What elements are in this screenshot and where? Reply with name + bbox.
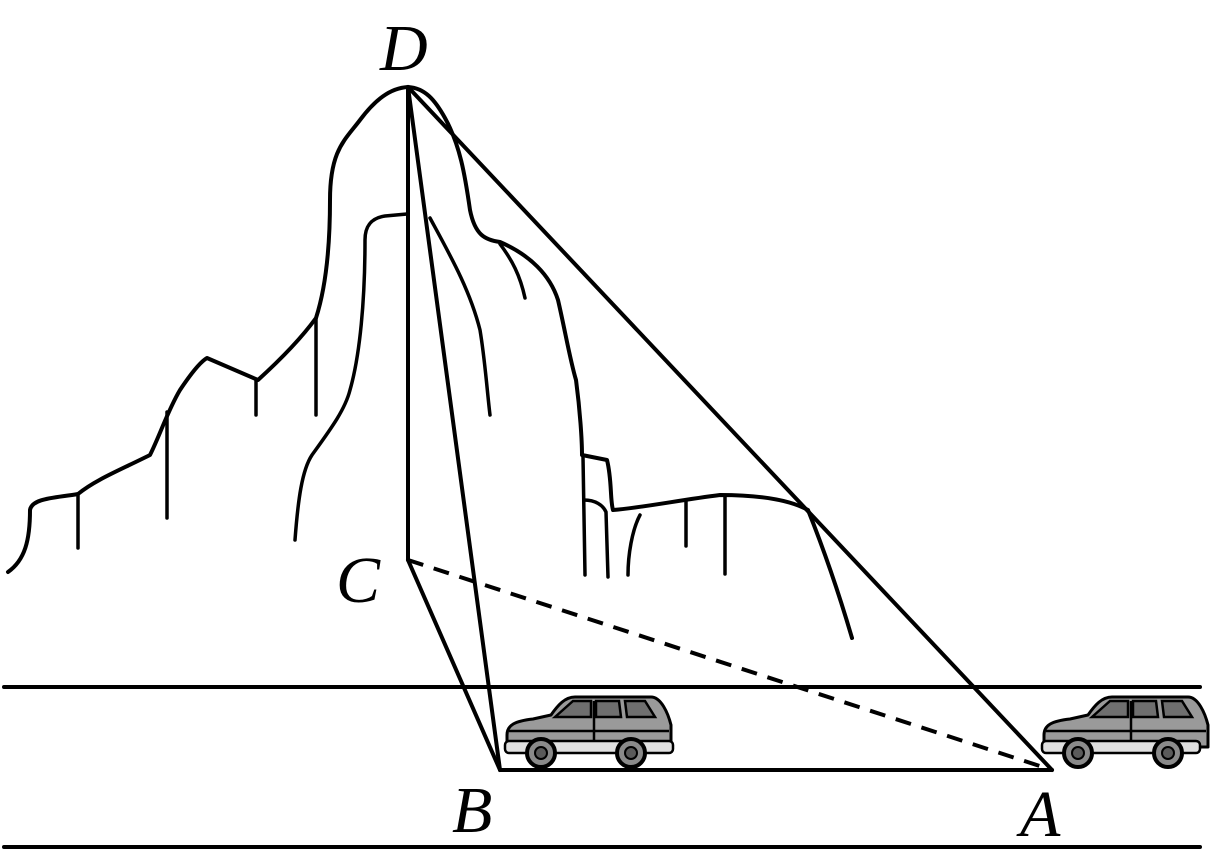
car-window-front xyxy=(1088,699,1130,719)
car-hub-front xyxy=(534,746,548,760)
car-at-A xyxy=(1040,695,1210,769)
car-window-mid xyxy=(1131,699,1160,719)
label-D: D xyxy=(379,12,428,85)
segment-CA xyxy=(407,558,1053,772)
label-B: B xyxy=(452,774,492,847)
mountain-ridge-right-1 xyxy=(428,216,492,417)
car-at-B xyxy=(503,695,675,769)
car-hub-rear xyxy=(1161,746,1175,760)
segment-DA xyxy=(406,85,1054,772)
mountain-outline xyxy=(6,85,854,640)
car-hub-front xyxy=(1071,746,1085,760)
car-window-front xyxy=(551,699,593,719)
segment-DB xyxy=(406,85,502,772)
mountain-ridge-right-2 xyxy=(498,242,527,300)
label-C: C xyxy=(336,544,381,617)
car-hub-rear xyxy=(624,746,638,760)
car-window-rear xyxy=(1160,699,1195,719)
car-window-mid xyxy=(594,699,623,719)
mountain-ridge-right-5 xyxy=(626,513,642,577)
label-A: A xyxy=(1016,778,1061,851)
segment-CB xyxy=(406,558,502,772)
mountain xyxy=(6,85,854,640)
car-window-rear xyxy=(623,699,658,719)
mountain-ridge-right-3 xyxy=(581,455,587,577)
mountain-ridge-center xyxy=(293,212,409,542)
geometry xyxy=(406,85,1054,772)
mountain-ridge-right-4 xyxy=(582,498,610,579)
